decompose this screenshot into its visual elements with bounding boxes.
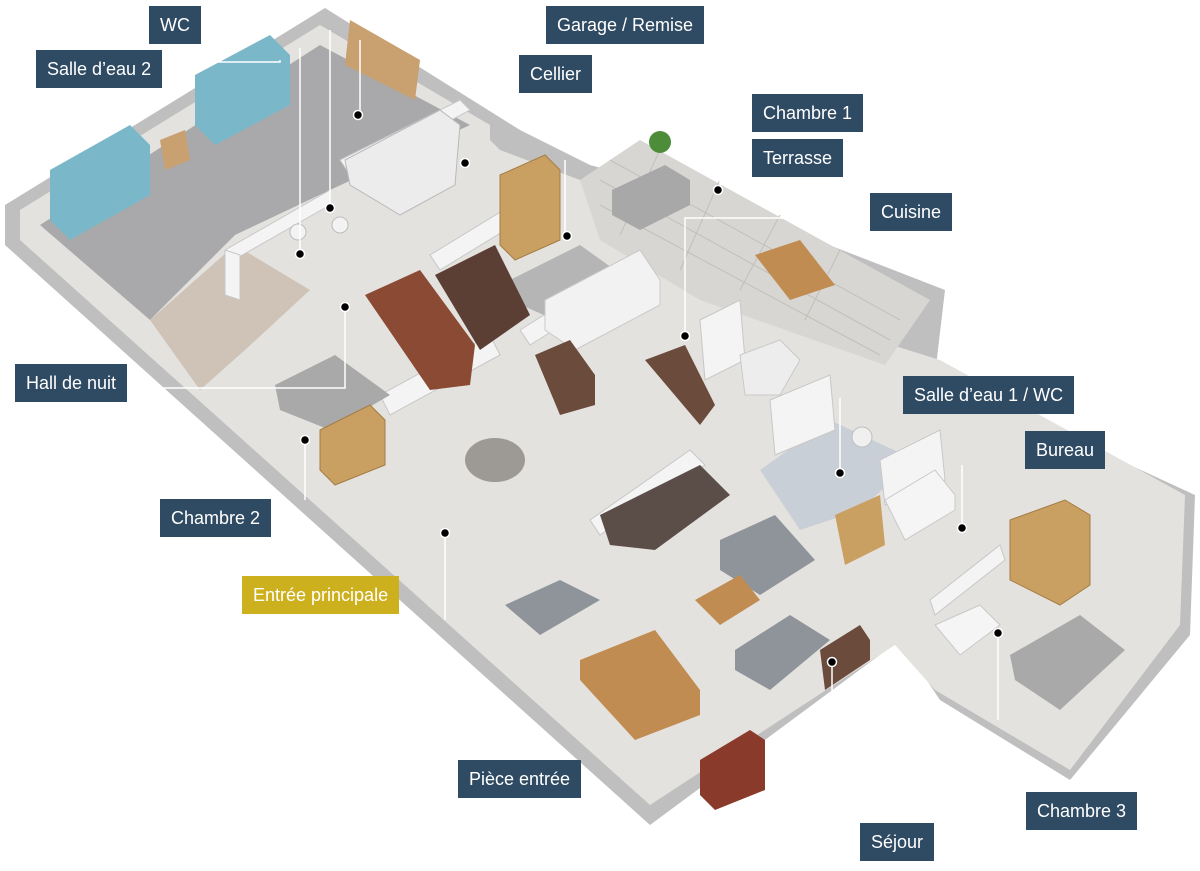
room-label-cuisine: Cuisine bbox=[870, 193, 953, 231]
marker-garage bbox=[352, 109, 364, 121]
marker-bureau bbox=[956, 522, 968, 534]
marker-cellier bbox=[459, 157, 471, 169]
marker-salle-deau-1 bbox=[834, 467, 846, 479]
marker-salle-deau-2 bbox=[294, 248, 306, 260]
marker-piece-entree bbox=[826, 656, 838, 668]
cellar-shelves bbox=[344, 109, 461, 216]
marker-chambre-2 bbox=[299, 434, 311, 446]
marker-chambre-1 bbox=[561, 230, 573, 242]
marker-hall-de-nuit bbox=[339, 301, 351, 313]
building-outline bbox=[5, 8, 1195, 825]
room-label-wc: WC bbox=[149, 6, 201, 44]
room-label-garage-remise: Garage / Remise bbox=[546, 6, 705, 44]
marker-terrasse bbox=[712, 184, 724, 196]
hall-floor bbox=[150, 245, 310, 390]
room-label-terrasse: Terrasse bbox=[752, 139, 844, 177]
room-label-hall-de-nuit: Hall de nuit bbox=[15, 364, 128, 402]
room-label-chambre-2: Chambre 2 bbox=[160, 499, 272, 537]
room-label-cellier: Cellier bbox=[519, 55, 593, 93]
room-label-entree-principale: Entrée principale bbox=[242, 576, 400, 614]
room-label-salle-deau-1-wc: Salle d’eau 1 / WC bbox=[903, 376, 1075, 414]
marker-chambre-3 bbox=[992, 627, 1004, 639]
room-label-sejour: Séjour bbox=[860, 823, 935, 861]
leader-lines bbox=[150, 30, 999, 745]
room-label-salle-deau-2: Salle d’eau 2 bbox=[36, 50, 163, 88]
room-label-chambre-1: Chambre 1 bbox=[752, 94, 864, 132]
marker-wc bbox=[324, 202, 336, 214]
marker-cuisine bbox=[679, 330, 691, 342]
room-label-chambre-3: Chambre 3 bbox=[1026, 792, 1138, 830]
marker-entree-principale bbox=[439, 527, 451, 539]
room-label-bureau: Bureau bbox=[1025, 431, 1106, 469]
room-markers bbox=[294, 109, 1004, 668]
room-label-piece-entree: Pièce entrée bbox=[458, 760, 582, 798]
furniture bbox=[275, 131, 1125, 810]
